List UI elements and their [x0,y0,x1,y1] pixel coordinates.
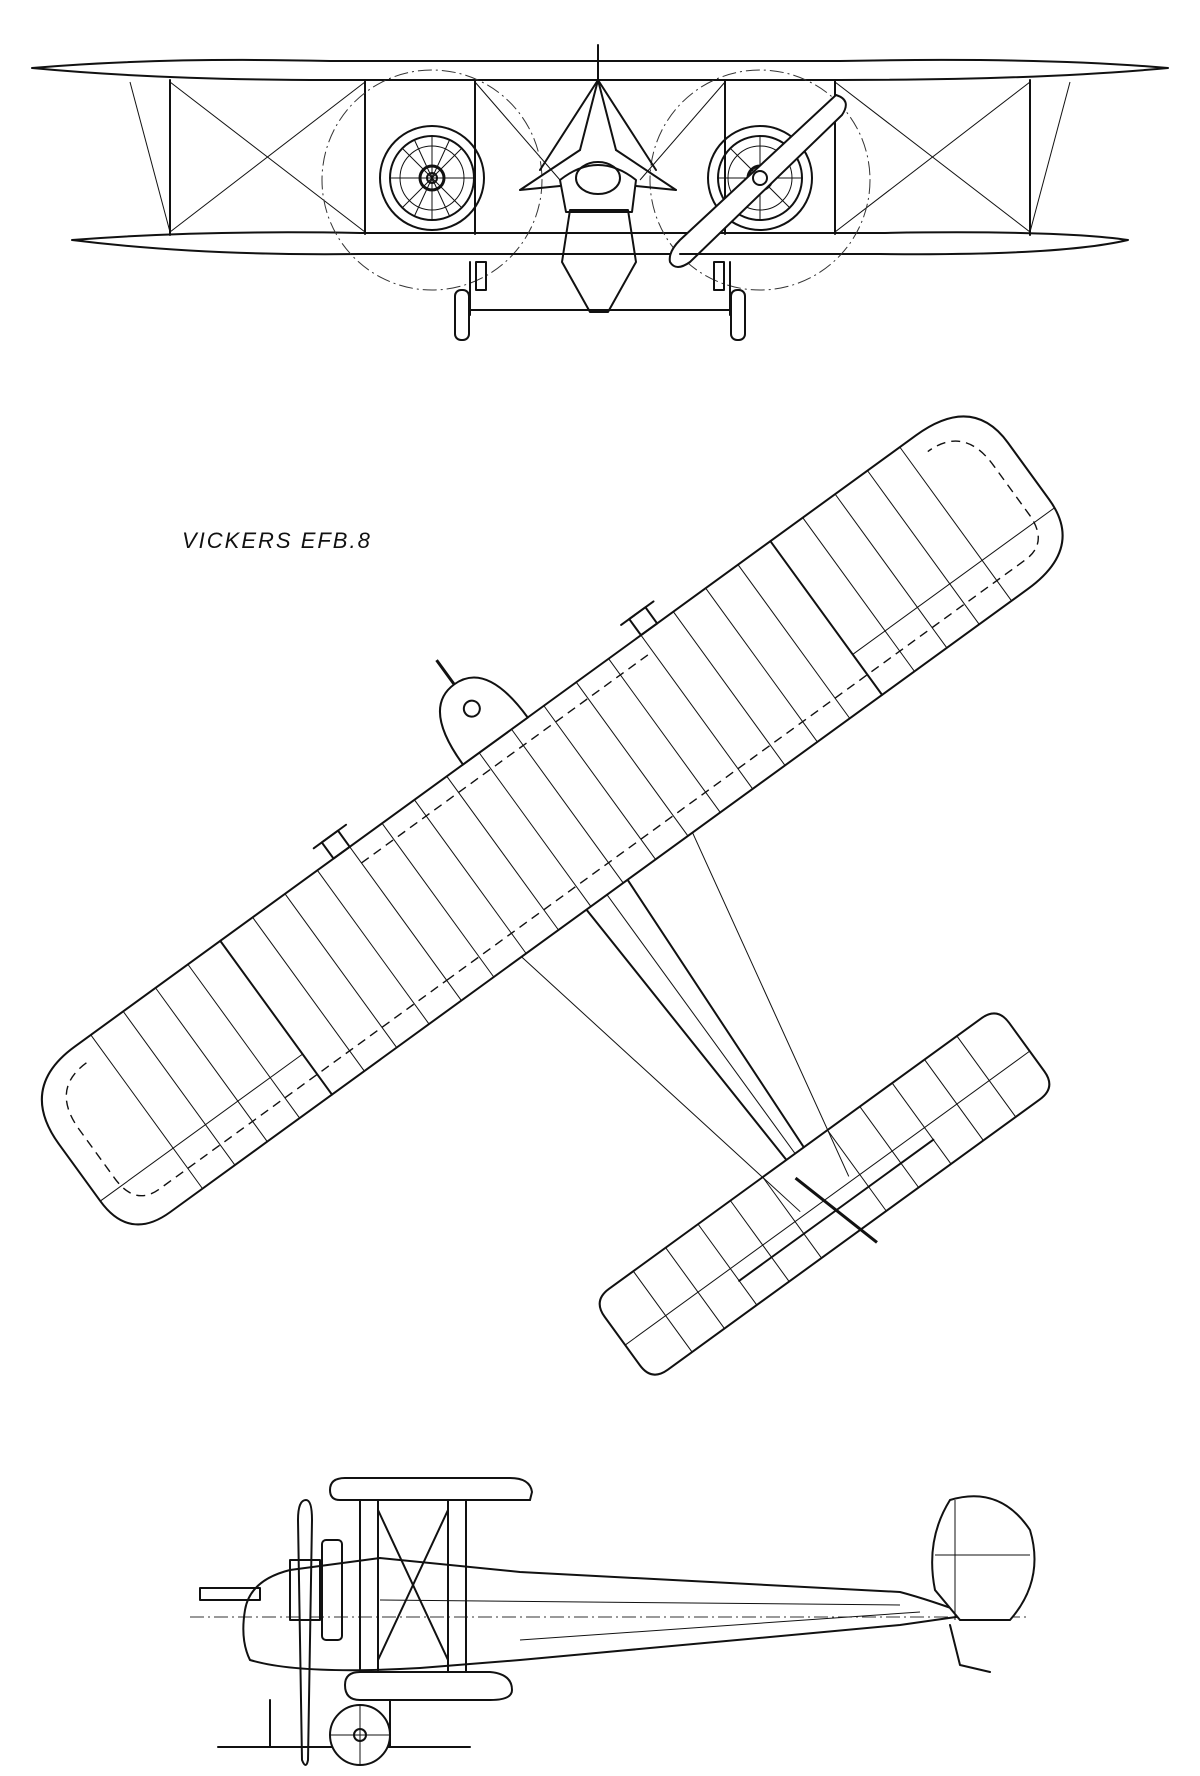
plan-tailplane [598,1012,1051,1376]
left-rotary-engine [379,125,485,231]
side-fuselage [242,1557,971,1672]
plan-upper-wing [40,415,1064,1226]
front-lower-wing [71,231,1129,256]
plan-view [40,415,1064,1376]
drawing-title: VICKERS EFB.8 [182,528,372,553]
cabane-struts [519,79,677,191]
front-nacelle [519,161,677,313]
side-view [190,1477,1036,1766]
side-gun [199,1587,261,1601]
side-undercarriage [217,1699,471,1766]
front-view [31,44,1169,341]
side-struts [359,1499,467,1673]
right-propeller-blade [668,93,847,268]
interplane-struts [169,44,1031,236]
left-propeller-disc [321,69,543,291]
bracing-wires [129,81,1071,233]
plan-nacelle [438,676,530,766]
side-lower-wing [343,1671,514,1701]
front-upper-wing [31,58,1169,81]
front-undercarriage [454,253,746,341]
side-upper-wing [328,1477,534,1501]
side-propeller [296,1498,314,1766]
side-rudder [931,1495,1036,1621]
right-propeller-disc [649,69,871,291]
